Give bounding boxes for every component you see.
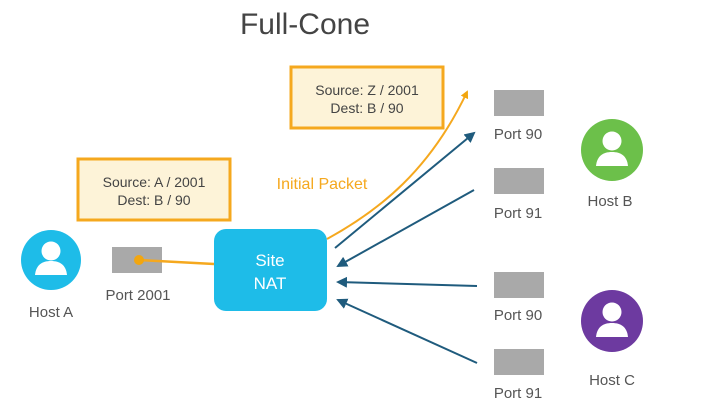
diagram-title: Full-Cone xyxy=(240,8,370,41)
nat-to-port-b-90-arrow xyxy=(334,131,476,249)
packet-box-frame xyxy=(289,65,445,130)
port-block xyxy=(494,168,544,194)
port-block xyxy=(494,90,544,116)
port-block xyxy=(494,272,544,298)
host-c: Host C xyxy=(581,290,643,389)
packet-box-original: Source: A / 2001 Dest: B / 90 xyxy=(76,157,232,222)
port-2001-label: Port 2001 xyxy=(105,287,170,304)
port-c-90: Port 90 xyxy=(494,272,544,324)
port-block xyxy=(494,349,544,375)
packet-box-frame xyxy=(76,157,232,222)
site-nat: Site NAT xyxy=(214,229,327,311)
port-c-91: Port 91 xyxy=(494,349,544,402)
person-icon xyxy=(581,290,643,352)
nat-box xyxy=(214,229,327,311)
port-c-91-to-nat-arrow xyxy=(336,298,478,364)
packet-dest: Dest: B / 90 xyxy=(117,192,190,208)
port-c-90-label: Port 90 xyxy=(494,307,542,324)
packet-source: Source: Z / 2001 xyxy=(315,82,419,98)
port-b-91: Port 91 xyxy=(494,168,544,222)
host-a-to-nat-line xyxy=(138,258,215,266)
host-a-label: Host A xyxy=(29,304,73,321)
person-icon xyxy=(21,230,81,290)
packet-source: Source: A / 2001 xyxy=(103,174,206,190)
nat-label-line2: NAT xyxy=(254,274,287,293)
port-c-91-label: Port 91 xyxy=(494,385,542,402)
initial-packet-label: Initial Packet xyxy=(277,176,368,193)
port-b-91-to-nat-arrow xyxy=(336,189,475,267)
host-c-label: Host C xyxy=(589,372,635,389)
packet-dest: Dest: B / 90 xyxy=(330,100,403,116)
port-b-91-label: Port 91 xyxy=(494,205,542,222)
nat-label-line1: Site xyxy=(255,251,284,270)
port-c-90-to-nat-arrow xyxy=(336,276,478,288)
host-b-label: Host B xyxy=(587,193,632,210)
host-b: Host B xyxy=(581,119,643,210)
initial-packet-arrow xyxy=(326,90,469,240)
person-icon xyxy=(581,119,643,181)
port-b-90: Port 90 xyxy=(494,90,544,143)
host-a: Host A xyxy=(21,230,81,321)
packet-box-translated: Source: Z / 2001 Dest: B / 90 xyxy=(289,65,445,130)
port-b-90-label: Port 90 xyxy=(494,126,542,143)
port-connector-dot xyxy=(134,255,144,265)
